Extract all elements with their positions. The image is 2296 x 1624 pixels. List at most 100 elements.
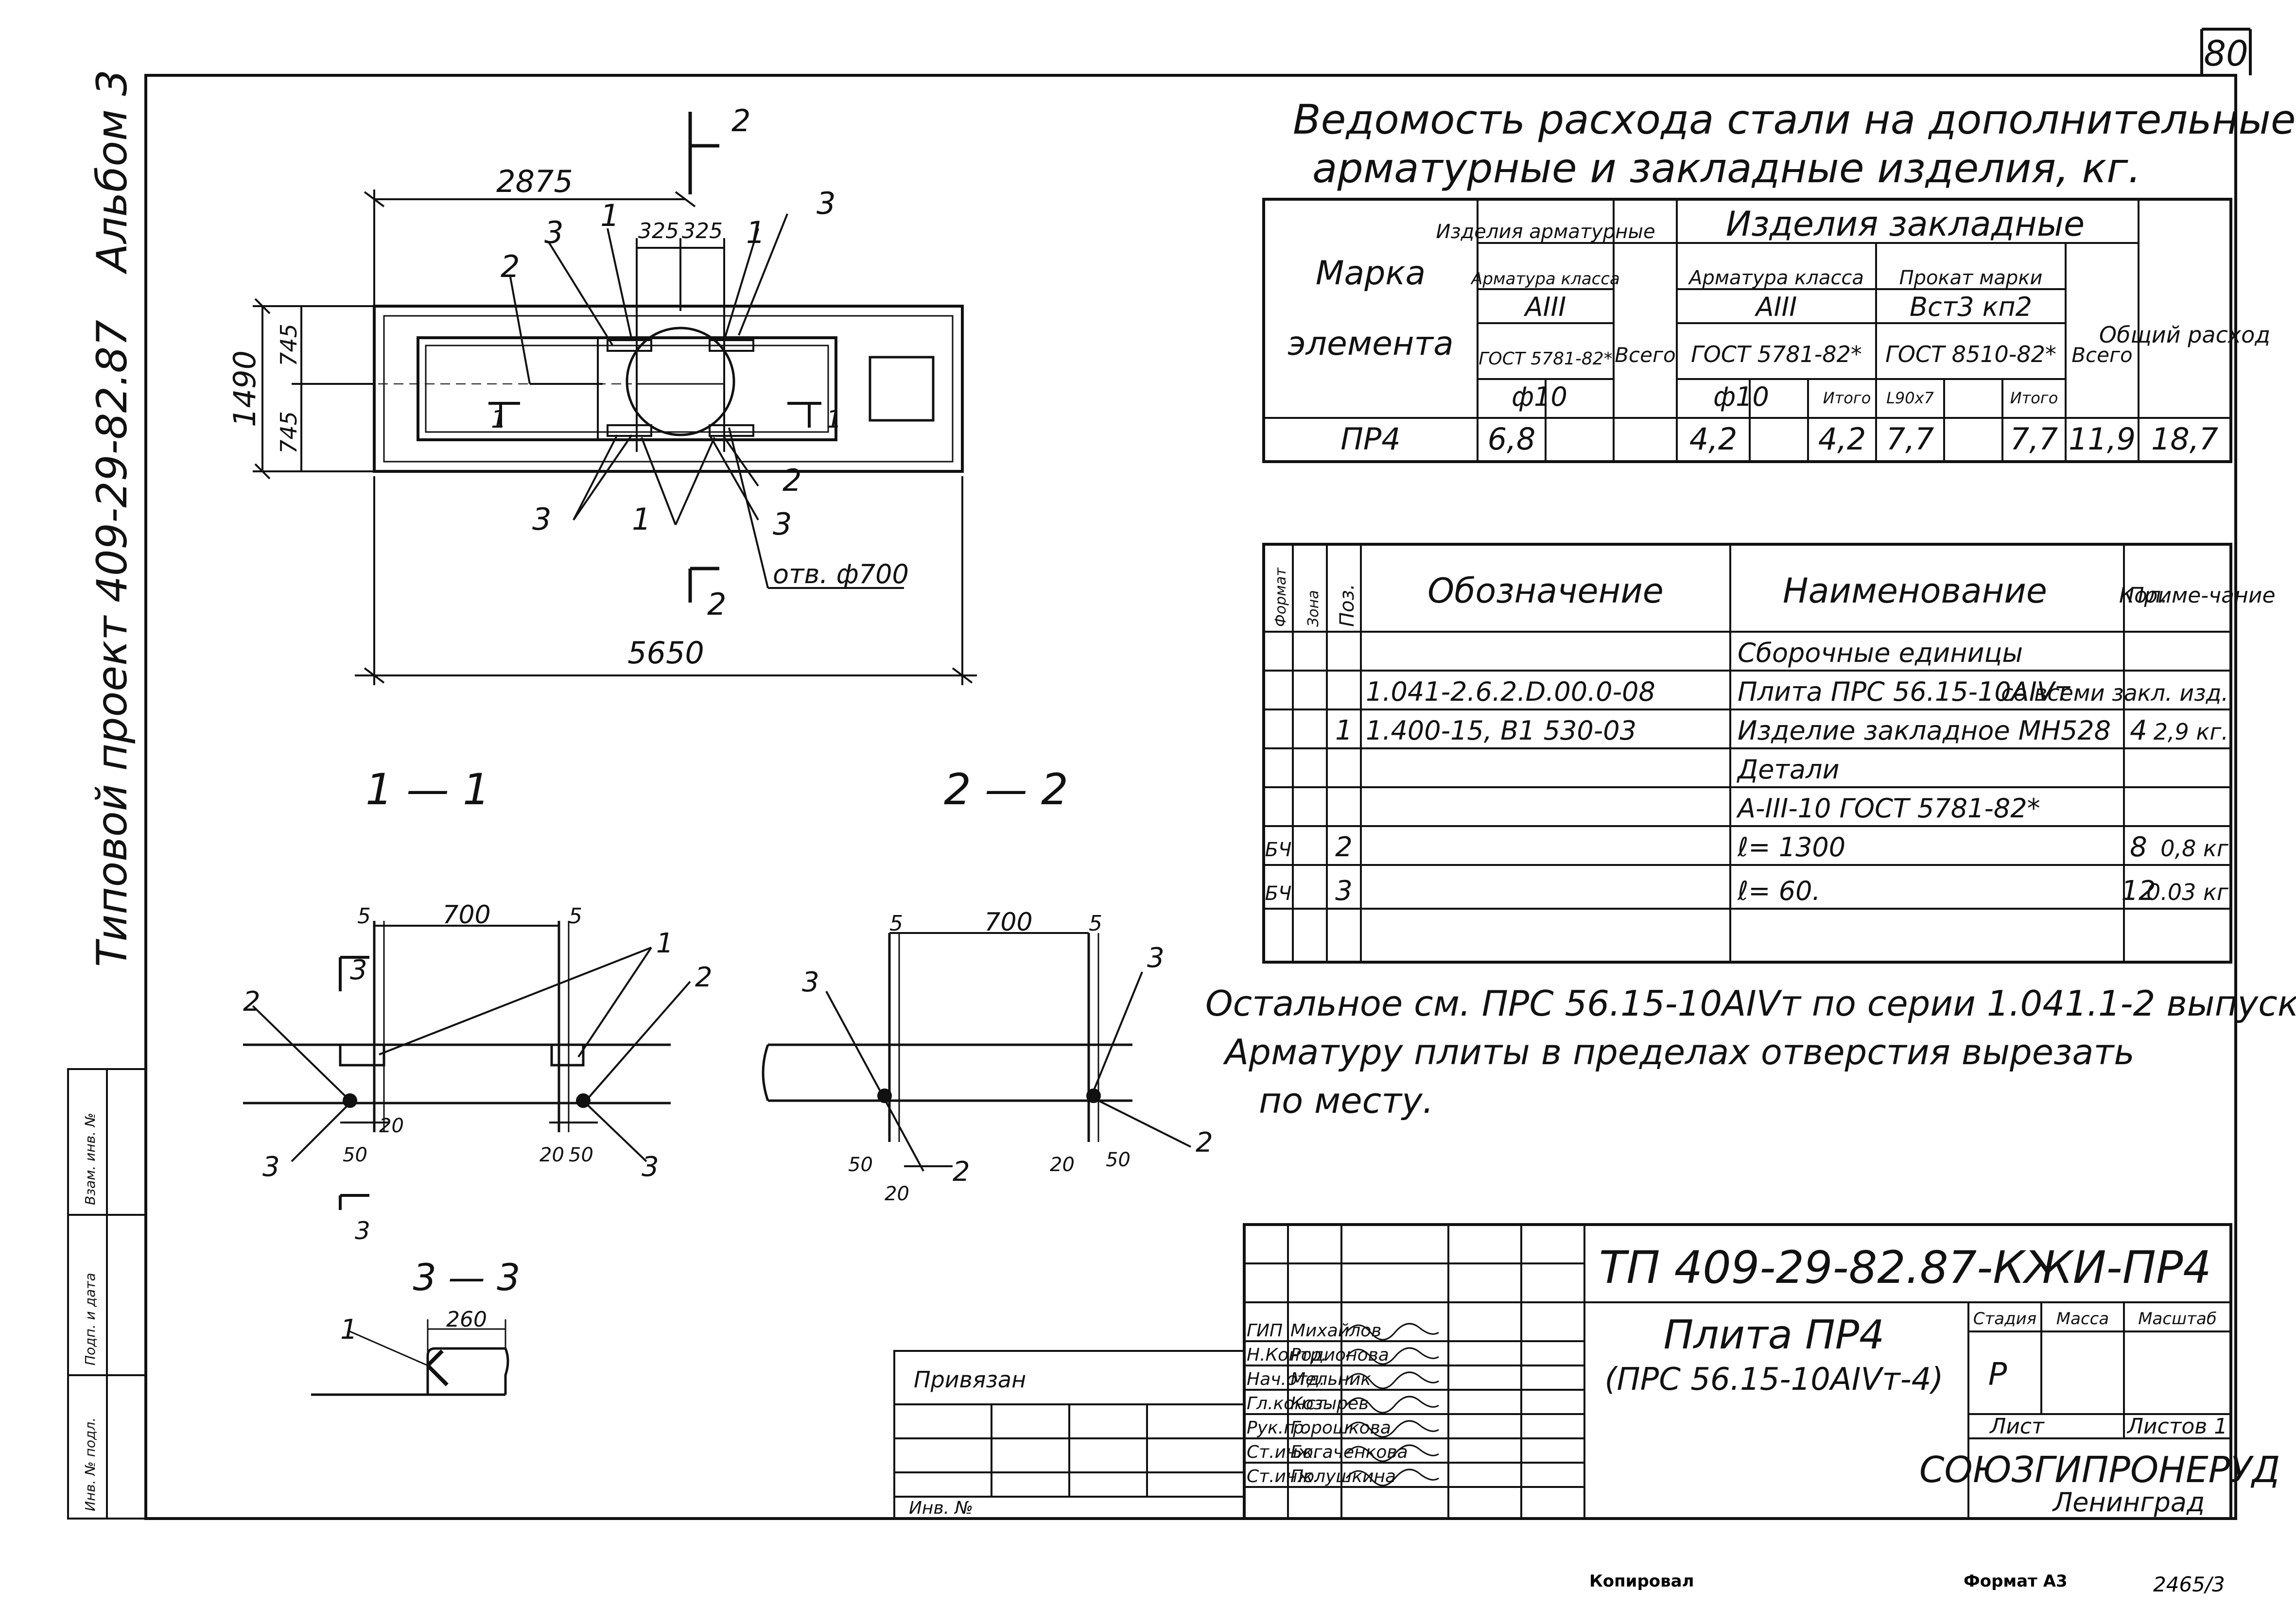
s22-pos-3-left: 3	[802, 967, 819, 998]
h-a3-1: AIII	[1524, 292, 1566, 322]
h-gost-5781-2: ГОСТ 5781-82*	[1691, 341, 1862, 367]
h-gost-5781-1: ГОСТ 5781-82*	[1478, 349, 1612, 369]
footer: Копировал Формат А3 2465/3	[1589, 1572, 2225, 1596]
row-prokat-itogo: 7,7	[2010, 421, 2058, 457]
plan-view	[316, 305, 964, 473]
h-arm-klassa-1: Арматура класса	[1470, 269, 1620, 289]
page-number: 80	[2204, 33, 2248, 74]
spec-cell-name: Сборочные единицы	[1738, 638, 2023, 668]
h-prokat: Прокат марки	[1899, 267, 2043, 289]
h-arm-klassa-2: Арматура класса	[1687, 267, 1864, 289]
spec-cell-note: 2,9 кг.	[2154, 719, 2228, 745]
spec-cell-fmt: БЧ	[1265, 839, 1292, 861]
h-format: Формат	[1272, 567, 1289, 627]
spec-cell-poz: 3	[1335, 875, 1353, 907]
dim-2875: 2875	[496, 164, 573, 199]
h-element: элемента	[1287, 325, 1454, 363]
section-2-bottom: 2	[707, 587, 726, 622]
h-mark: Марка	[1316, 254, 1426, 293]
archive-number: 2465/3	[2153, 1572, 2225, 1596]
steel-table-headers: Марка элемента Изделия арматурные Издели…	[1287, 204, 2270, 412]
s22-dim-20-right: 20	[1050, 1154, 1075, 1176]
steel-table-title-1: Ведомость расхода стали на дополнительны…	[1293, 96, 2296, 143]
h-d10-1: ф10	[1512, 381, 1567, 412]
spec-table-headers: Формат Зона Поз. Обозначение Наименовани…	[1272, 567, 2276, 627]
signature-mark	[1345, 1371, 1439, 1389]
project-type-vertical: Типовой проект	[88, 615, 137, 967]
title-block-grid	[893, 1223, 2232, 1520]
plan-pos-3-top-left: 3	[544, 215, 563, 250]
row-zak-d10: 4,2	[1689, 421, 1738, 457]
steel-table-title-2: арматурные и закладные изделия, кг.	[1312, 144, 2141, 192]
s22-pos-2-left: 2	[953, 1156, 970, 1188]
s11-pos-3-right: 3	[642, 1151, 659, 1183]
h-vst: Вст3 кп2	[1910, 292, 2032, 322]
signer-role: Ст.инж.	[1247, 1442, 1319, 1462]
spec-cell-note: 0.03 кг	[2146, 879, 2229, 905]
signer-role: Рук.гр.	[1247, 1418, 1309, 1438]
section-1-1-title: 1 — 1	[365, 764, 490, 814]
section-1-1-labels: 700 5 5 3 2 1 2 3 3 20 50 20 50 3	[243, 900, 713, 1245]
signature-mark	[1345, 1444, 1439, 1462]
s22-dim-700: 700	[984, 908, 1032, 937]
stage-value: Р	[1988, 1357, 2007, 1393]
dim-1490: 1490	[227, 350, 262, 427]
drawing-code: ТП 409-29-82.87-КЖИ-ПР4	[1599, 1242, 2211, 1294]
row-zak-itogo: 4,2	[1818, 421, 1866, 457]
inv-no-label: Инв. №	[909, 1498, 973, 1518]
spec-cell-name: Детали	[1737, 754, 1840, 785]
stage-header: Стадия	[1973, 1309, 2036, 1329]
row-arm-d10: 6,8	[1488, 421, 1536, 457]
section-titles: 1 — 1 2 — 2 3 — 3	[365, 764, 1068, 1299]
format-label: Формат А3	[1964, 1572, 2068, 1591]
title-block-text: ТП 409-29-82.87-КЖИ-ПР4 Плита ПР4 (ПРС 5…	[909, 1242, 2280, 1518]
s11-pos-2-left: 2	[243, 986, 261, 1018]
scale-header: Масштаб	[2138, 1309, 2217, 1329]
signer-name: Михайлов	[1290, 1321, 1381, 1341]
s11-pos-2-right: 2	[695, 962, 713, 993]
signature-mark	[1345, 1420, 1439, 1438]
city: Ленинград	[2052, 1487, 2205, 1518]
privyazan-label: Привязан	[914, 1366, 1026, 1393]
h-poz: Поз.	[1336, 584, 1358, 627]
spec-cell-qty: 4	[2130, 715, 2147, 746]
s11-dim-5-left: 5	[357, 904, 371, 929]
s11-dim-700: 700	[442, 900, 490, 930]
note-line-3: по месту.	[1259, 1080, 1434, 1121]
h-a3-2: AIII	[1755, 292, 1797, 322]
plan-pos-2-right: 2	[783, 463, 801, 498]
section-1-1	[243, 921, 691, 1210]
project-code-vertical: 409-29-82.87	[88, 320, 137, 603]
signer-role: Гл.конст.	[1247, 1394, 1331, 1414]
side-vzam-inv: Взам. инв. №	[82, 1113, 98, 1205]
plan-pos-2-left: 2	[501, 249, 520, 284]
side-inv-podl: Инв. № подл.	[82, 1417, 98, 1511]
h-vsego-2: Всего	[2071, 343, 2133, 367]
section-1-left: 1	[491, 405, 506, 433]
h-grp-armatura: Изделия арматурные	[1436, 221, 1655, 243]
spec-table-grid	[1262, 543, 2232, 964]
s11-dim-50-right: 50	[569, 1144, 593, 1166]
s22-dim-50-left: 50	[848, 1154, 873, 1176]
h-grp-zakladnye: Изделия закладные	[1726, 204, 2085, 244]
hole-label: отв. ф700	[773, 559, 909, 589]
spec-cell-name: ℓ= 60.	[1737, 876, 1821, 906]
section-2-2-labels: 700 5 5 3 3 2 2 50 20 20 50	[802, 908, 1213, 1205]
organization: СОЮЗГИПРОНЕРУД	[1919, 1449, 2280, 1491]
spec-cell-poz: 1	[1335, 715, 1353, 746]
s11-pos-1: 1	[656, 928, 674, 959]
signer-name: Мельник	[1290, 1369, 1371, 1389]
h-name: Наименование	[1783, 571, 2047, 611]
signer-role: Нач.отд.	[1247, 1369, 1325, 1389]
spec-cell-poz: 2	[1335, 831, 1353, 863]
h-vsego-1: Всего	[1615, 343, 1676, 367]
dim-5650: 5650	[627, 635, 704, 671]
s33-dim-260: 260	[446, 1307, 487, 1332]
steel-table-row: ПР4 6,8 4,2 4,2 7,7 7,7 11,9 18,7	[1340, 421, 2218, 457]
row-vsego: 11,9	[2069, 421, 2136, 457]
spec-cell-name: Плита ПРС 56.15-10AIVт	[1738, 676, 2071, 707]
h-zona: Зона	[1305, 590, 1322, 627]
spec-cell-des: 1.400-15, В1 530-03	[1366, 715, 1636, 746]
album-label: Альбом 3	[88, 69, 137, 275]
signature-mark	[1345, 1323, 1439, 1341]
